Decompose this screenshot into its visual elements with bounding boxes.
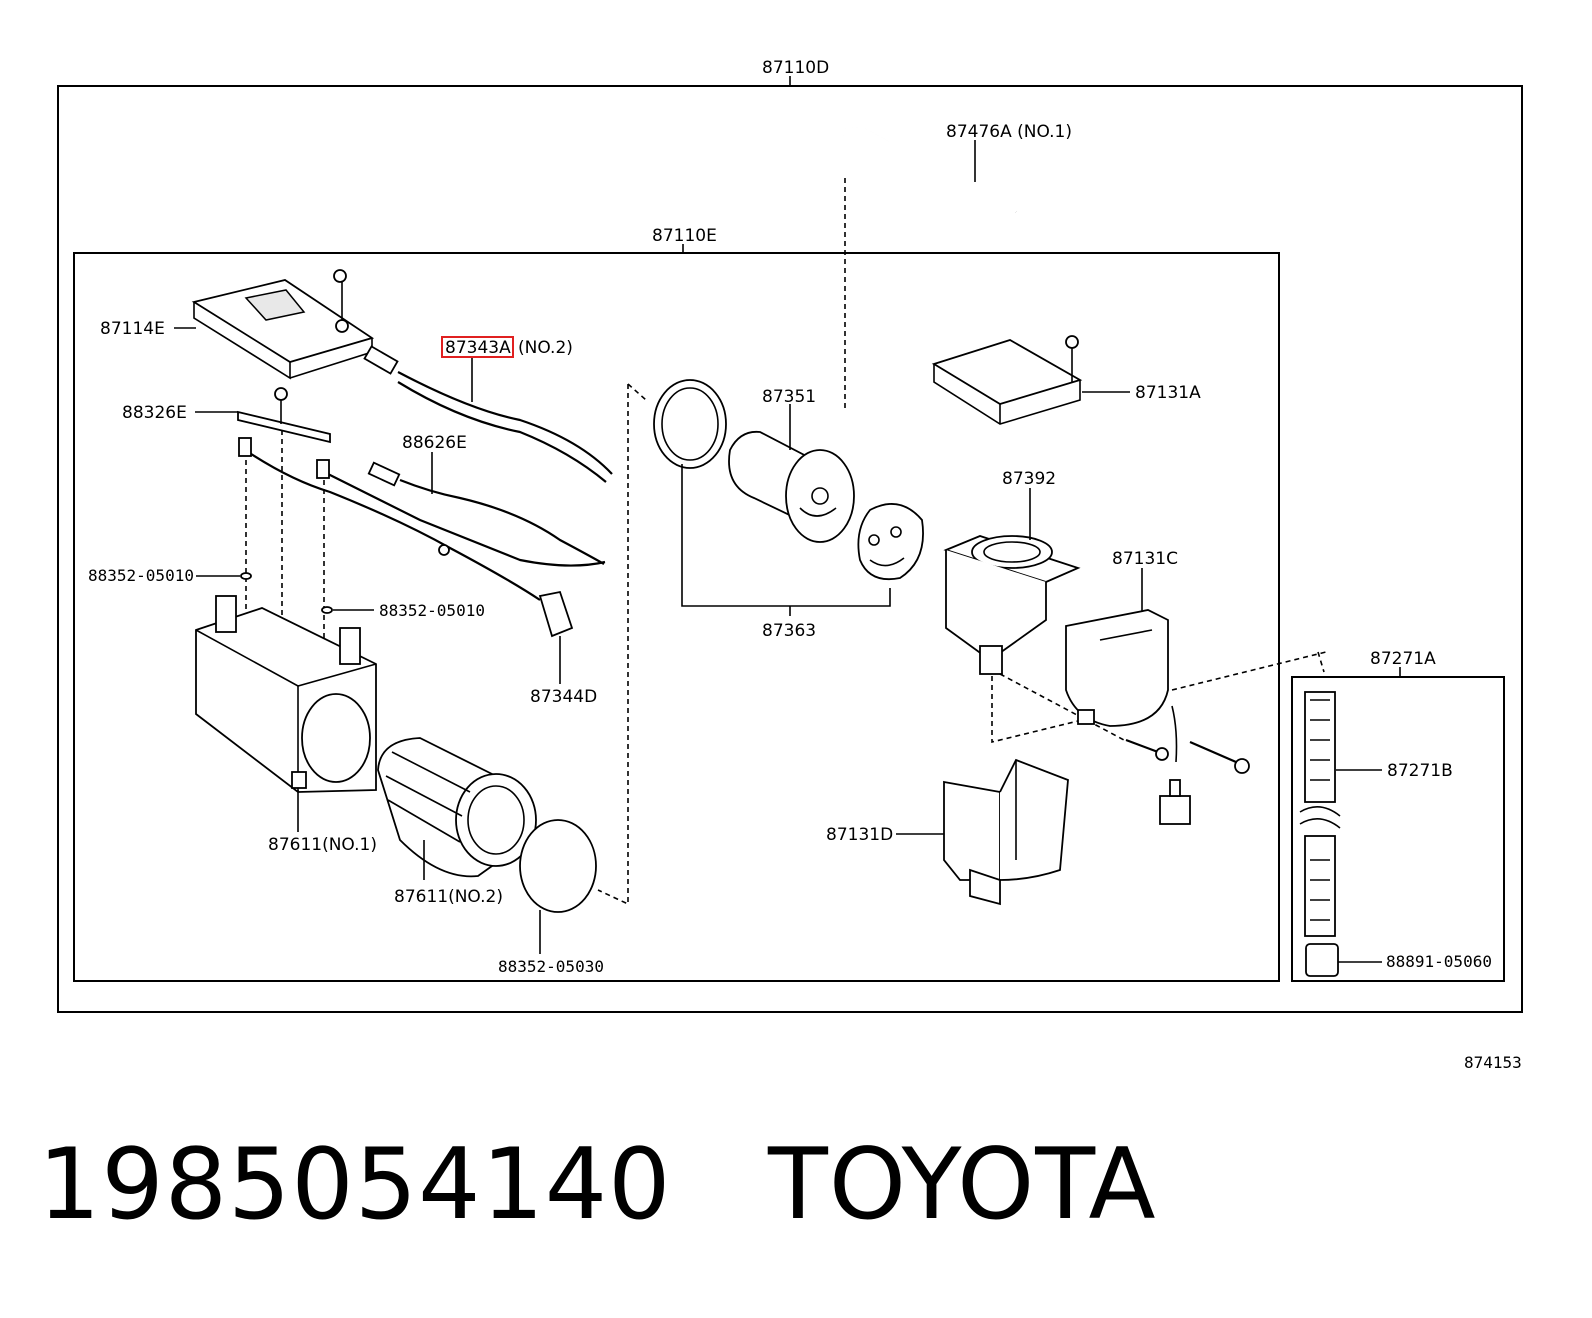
cylinder-part (653, 379, 855, 543)
end-cap-part (1305, 943, 1339, 977)
label-88352-05010-left[interactable]: 88352-05010 (88, 566, 194, 585)
label-87131c[interactable]: 87131C (1112, 549, 1178, 569)
label-87110d[interactable]: 87110D (762, 58, 829, 78)
label-88352-05030[interactable]: 88352-05030 (498, 957, 604, 976)
highlight-87343a (441, 336, 514, 358)
label-87110e[interactable]: 87110E (652, 226, 717, 246)
cover-c-part (1065, 609, 1169, 727)
wire-no2-part (363, 345, 613, 483)
holder-d-part (943, 758, 1069, 906)
parts-diagram: 87110D 87110E 87271A 87476A (NO.1) 87114… (57, 58, 1523, 1072)
label-88891-05060[interactable]: 88891-05060 (1386, 952, 1492, 971)
label-88626e[interactable]: 88626E (402, 433, 467, 453)
oring-part (519, 819, 597, 913)
label-88352-05010-mid[interactable]: 88352-05010 (379, 601, 485, 620)
label-87611-no1[interactable]: 87611(NO.1) (268, 835, 377, 855)
duct-no2-part (377, 737, 537, 878)
motor-part (943, 535, 1081, 675)
label-87114e[interactable]: 87114E (100, 319, 165, 339)
label-87131d[interactable]: 87131D (826, 825, 893, 845)
label-87343a-suffix: (NO.2) (518, 338, 573, 358)
outer-assembly-frame (57, 85, 1523, 1013)
heater-case-part (195, 595, 377, 793)
plate-part (857, 503, 924, 581)
hose-part (1299, 691, 1341, 937)
label-87611-no2[interactable]: 87611(NO.2) (394, 887, 503, 907)
figure-number: 874153 (1464, 1053, 1522, 1072)
wire-88626e-part (367, 461, 605, 565)
label-87363[interactable]: 87363 (762, 621, 816, 641)
lid-box-part (931, 335, 1083, 425)
bracket-part (237, 387, 606, 638)
label-87131a[interactable]: 87131A (1135, 383, 1201, 403)
label-87271a[interactable]: 87271A (1370, 649, 1436, 669)
brand-name: TOYOTA (767, 1128, 1157, 1242)
label-87271b[interactable]: 87271B (1387, 761, 1453, 781)
label-87351[interactable]: 87351 (762, 387, 816, 407)
label-87392[interactable]: 87392 (1002, 469, 1056, 489)
label-87476a[interactable]: 87476A (NO.1) (946, 122, 1072, 142)
label-87344d[interactable]: 87344D (530, 687, 597, 707)
label-87343a[interactable]: 87343A (445, 338, 511, 358)
hose-set-frame (1291, 676, 1505, 982)
footer-caption: 1985054140 TOYOTA (38, 1128, 1157, 1242)
screws-part (1125, 705, 1250, 825)
pipe-no1-part (843, 124, 1017, 412)
inner-assembly-frame (73, 252, 1280, 982)
label-88326e[interactable]: 88326E (122, 403, 187, 423)
cover-plate-part (191, 269, 375, 380)
part-number: 1985054140 (38, 1128, 672, 1242)
